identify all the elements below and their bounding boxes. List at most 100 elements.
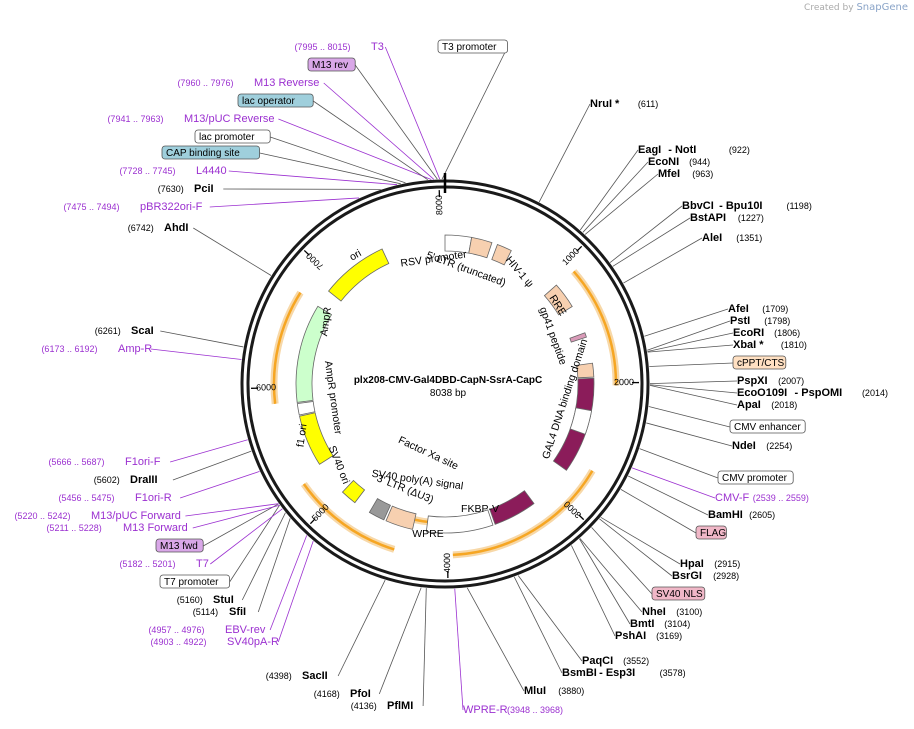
site-label-cmv-enhancer[interactable]: CMV enhancer bbox=[729, 419, 806, 434]
feature-5-ltr-truncated-[interactable] bbox=[468, 236, 493, 259]
site-label-bsrgi[interactable]: BsrGI(2928) bbox=[672, 570, 739, 582]
site-name: PfoI bbox=[350, 688, 371, 700]
site-label-pcii[interactable]: (7630)PciI bbox=[158, 183, 214, 195]
site-position: (4136) bbox=[351, 701, 377, 711]
feature-3-ltr-u3-[interactable] bbox=[385, 505, 417, 530]
site-label-f1ori-r[interactable]: (5456 .. 5475)F1ori-R bbox=[58, 492, 171, 504]
label-connector bbox=[600, 516, 681, 565]
site-label-pflmi[interactable]: (4136)PflMI bbox=[351, 700, 414, 712]
feature-ampr[interactable] bbox=[295, 305, 333, 403]
site-label-scai[interactable]: (6261)ScaI bbox=[95, 325, 154, 337]
site-label-xbai-[interactable]: XbaI *(1810) bbox=[733, 339, 807, 351]
site-label-cmv-promoter[interactable]: CMV promoter bbox=[717, 470, 794, 485]
tag-text: FLAG bbox=[700, 528, 726, 539]
tag-text: M13 fwd bbox=[160, 541, 198, 552]
site-label-pshai[interactable]: PshAI(3169) bbox=[615, 630, 682, 642]
site-name: NheI bbox=[642, 606, 666, 618]
feature-rre[interactable] bbox=[543, 284, 573, 316]
site-label-ahdi[interactable]: (6742)AhdI bbox=[128, 222, 189, 234]
site-label-cmv-f[interactable]: CMV-F(2539 .. 2559) bbox=[715, 492, 809, 504]
site-label-f1ori-f[interactable]: (5666 .. 5687)F1ori-F bbox=[48, 456, 160, 468]
tag-box bbox=[732, 355, 787, 370]
tag-box bbox=[161, 145, 260, 160]
label-connector bbox=[579, 149, 639, 231]
site-label-psti[interactable]: PstI(1798) bbox=[730, 315, 790, 327]
site-position: (3104) bbox=[664, 619, 690, 629]
site-position: (7995 .. 8015) bbox=[294, 42, 350, 52]
feature-wpre[interactable] bbox=[425, 509, 494, 534]
site-label-cap-binding-site[interactable]: CAP binding site bbox=[161, 145, 260, 160]
site-label-amp-r[interactable]: (6173 .. 6192)Amp-R bbox=[41, 343, 152, 355]
site-label-ecori[interactable]: EcoRI(1806) bbox=[733, 327, 800, 339]
site-label-m13-puc-forward[interactable]: (5220 .. 5242)M13/pUC Forward bbox=[14, 510, 180, 522]
site-label-nrui-[interactable]: NruI *(611) bbox=[590, 98, 658, 110]
site-label-alei[interactable]: AleI(1351) bbox=[702, 232, 762, 244]
site-label-ecoo109i[interactable]: EcoO109I - PspOMI(2014) bbox=[737, 387, 888, 399]
site-label-t3[interactable]: (7995 .. 8015)T3 bbox=[294, 41, 383, 53]
site-label-sacii[interactable]: (4398)SacII bbox=[266, 670, 328, 682]
feature-cppt-cts[interactable] bbox=[576, 362, 595, 379]
site-label-eagi[interactable]: EagI - NotI(922) bbox=[638, 144, 750, 156]
site-label-t3-promoter[interactable]: T3 promoter bbox=[437, 39, 508, 54]
feature-sv40-ori[interactable] bbox=[341, 479, 366, 504]
feature-label: f1 ori bbox=[294, 423, 309, 448]
site-label-flag[interactable]: FLAG bbox=[695, 525, 727, 540]
site-label-bamhi[interactable]: BamHI(2605) bbox=[708, 509, 775, 521]
tag-box bbox=[695, 525, 727, 540]
site-label-pbr322ori-f[interactable]: (7475 .. 7494)pBR322ori-F bbox=[63, 201, 202, 213]
site-label-t7-promoter[interactable]: T7 promoter bbox=[159, 574, 230, 589]
site-position: (2605) bbox=[749, 510, 775, 520]
tag-text: CAP binding site bbox=[166, 148, 240, 159]
site-name-extra: - NotI bbox=[668, 144, 696, 156]
site-label-bmti[interactable]: BmtI(3104) bbox=[630, 618, 690, 630]
site-label-stui[interactable]: (5160)StuI bbox=[177, 594, 234, 606]
site-label-bsmbi[interactable]: BsmBI - Esp3I(3578) bbox=[562, 667, 686, 679]
site-label-m13-reverse[interactable]: (7960 .. 7976)M13 Reverse bbox=[177, 77, 319, 89]
site-label-ebv-rev[interactable]: (4957 .. 4976)EBV-rev bbox=[148, 624, 265, 636]
site-label-mlui[interactable]: MluI(3880) bbox=[524, 685, 584, 697]
site-label-apai[interactable]: ApaI(2018) bbox=[737, 399, 797, 411]
feature-ori[interactable] bbox=[327, 248, 390, 302]
site-label-sv40-nls[interactable]: SV40 NLS bbox=[651, 586, 706, 601]
site-label-bstapi[interactable]: BstAPI(1227) bbox=[690, 212, 764, 224]
tag-text: lac promoter bbox=[199, 132, 255, 143]
site-label-cppt-cts[interactable]: cPPT/CTS bbox=[732, 355, 787, 370]
site-label-m13-fwd[interactable]: M13 fwd bbox=[155, 538, 204, 553]
site-label-bbvci[interactable]: BbvCI - Bpu10I(1198) bbox=[682, 200, 812, 212]
site-label-l4440[interactable]: (7728 .. 7745)L4440 bbox=[119, 165, 226, 177]
site-label-ndei[interactable]: NdeI(2254) bbox=[732, 440, 792, 452]
tick-label: 4000 bbox=[442, 553, 452, 573]
site-label-m13-puc-reverse[interactable]: (7941 .. 7963)M13/pUC Reverse bbox=[107, 113, 274, 125]
site-label-m13-rev[interactable]: M13 rev bbox=[307, 57, 356, 72]
feature-hiv-1-[interactable] bbox=[491, 244, 512, 266]
site-label-sv40pa-r[interactable]: (4903 .. 4922)SV40pA-R bbox=[150, 636, 279, 648]
site-label-pfoi[interactable]: (4168)PfoI bbox=[314, 688, 371, 700]
site-label-afei[interactable]: AfeI(1709) bbox=[728, 303, 788, 315]
site-position: (3552) bbox=[623, 656, 649, 666]
orf-line bbox=[452, 470, 594, 557]
site-label-paqci[interactable]: PaqCI(3552) bbox=[582, 655, 649, 667]
site-label-m13-forward[interactable]: (5211 .. 5228)M13 Forward bbox=[46, 522, 187, 534]
feature-sv40-poly-a-signal[interactable] bbox=[368, 498, 391, 521]
site-name: BsrGI bbox=[672, 570, 702, 582]
feature-gp41-peptide[interactable] bbox=[569, 332, 587, 343]
label-connector bbox=[639, 448, 719, 479]
feature-fkbp-v[interactable] bbox=[489, 490, 535, 525]
site-label-wpre-r[interactable]: WPRE-R(3948 .. 3968) bbox=[463, 704, 563, 716]
site-position: (3948 .. 3968) bbox=[507, 705, 563, 715]
feature-ampr-promoter[interactable] bbox=[296, 401, 316, 416]
site-label-lac-promoter[interactable]: lac promoter bbox=[194, 129, 271, 144]
feature-f1-ori[interactable] bbox=[299, 412, 334, 465]
site-label-nhei[interactable]: NheI(3100) bbox=[642, 606, 702, 618]
site-label-sfii[interactable]: (5114)SfiI bbox=[193, 606, 246, 618]
site-label-econi[interactable]: EcoNI(944) bbox=[648, 156, 710, 168]
site-label-mfei[interactable]: MfeI(963) bbox=[658, 168, 713, 180]
label-connector bbox=[422, 588, 427, 707]
site-label-draiii[interactable]: (5602)DraIII bbox=[94, 474, 158, 486]
site-label-t7[interactable]: (5182 .. 5201)T7 bbox=[119, 558, 208, 570]
feature-cmv-promoter[interactable] bbox=[569, 407, 593, 435]
site-label-pspxi[interactable]: PspXI(2007) bbox=[737, 375, 804, 387]
site-name: HpaI bbox=[680, 558, 704, 570]
site-label-hpai[interactable]: HpaI(2915) bbox=[680, 558, 740, 570]
site-label-lac-operator[interactable]: lac operator bbox=[237, 93, 314, 108]
